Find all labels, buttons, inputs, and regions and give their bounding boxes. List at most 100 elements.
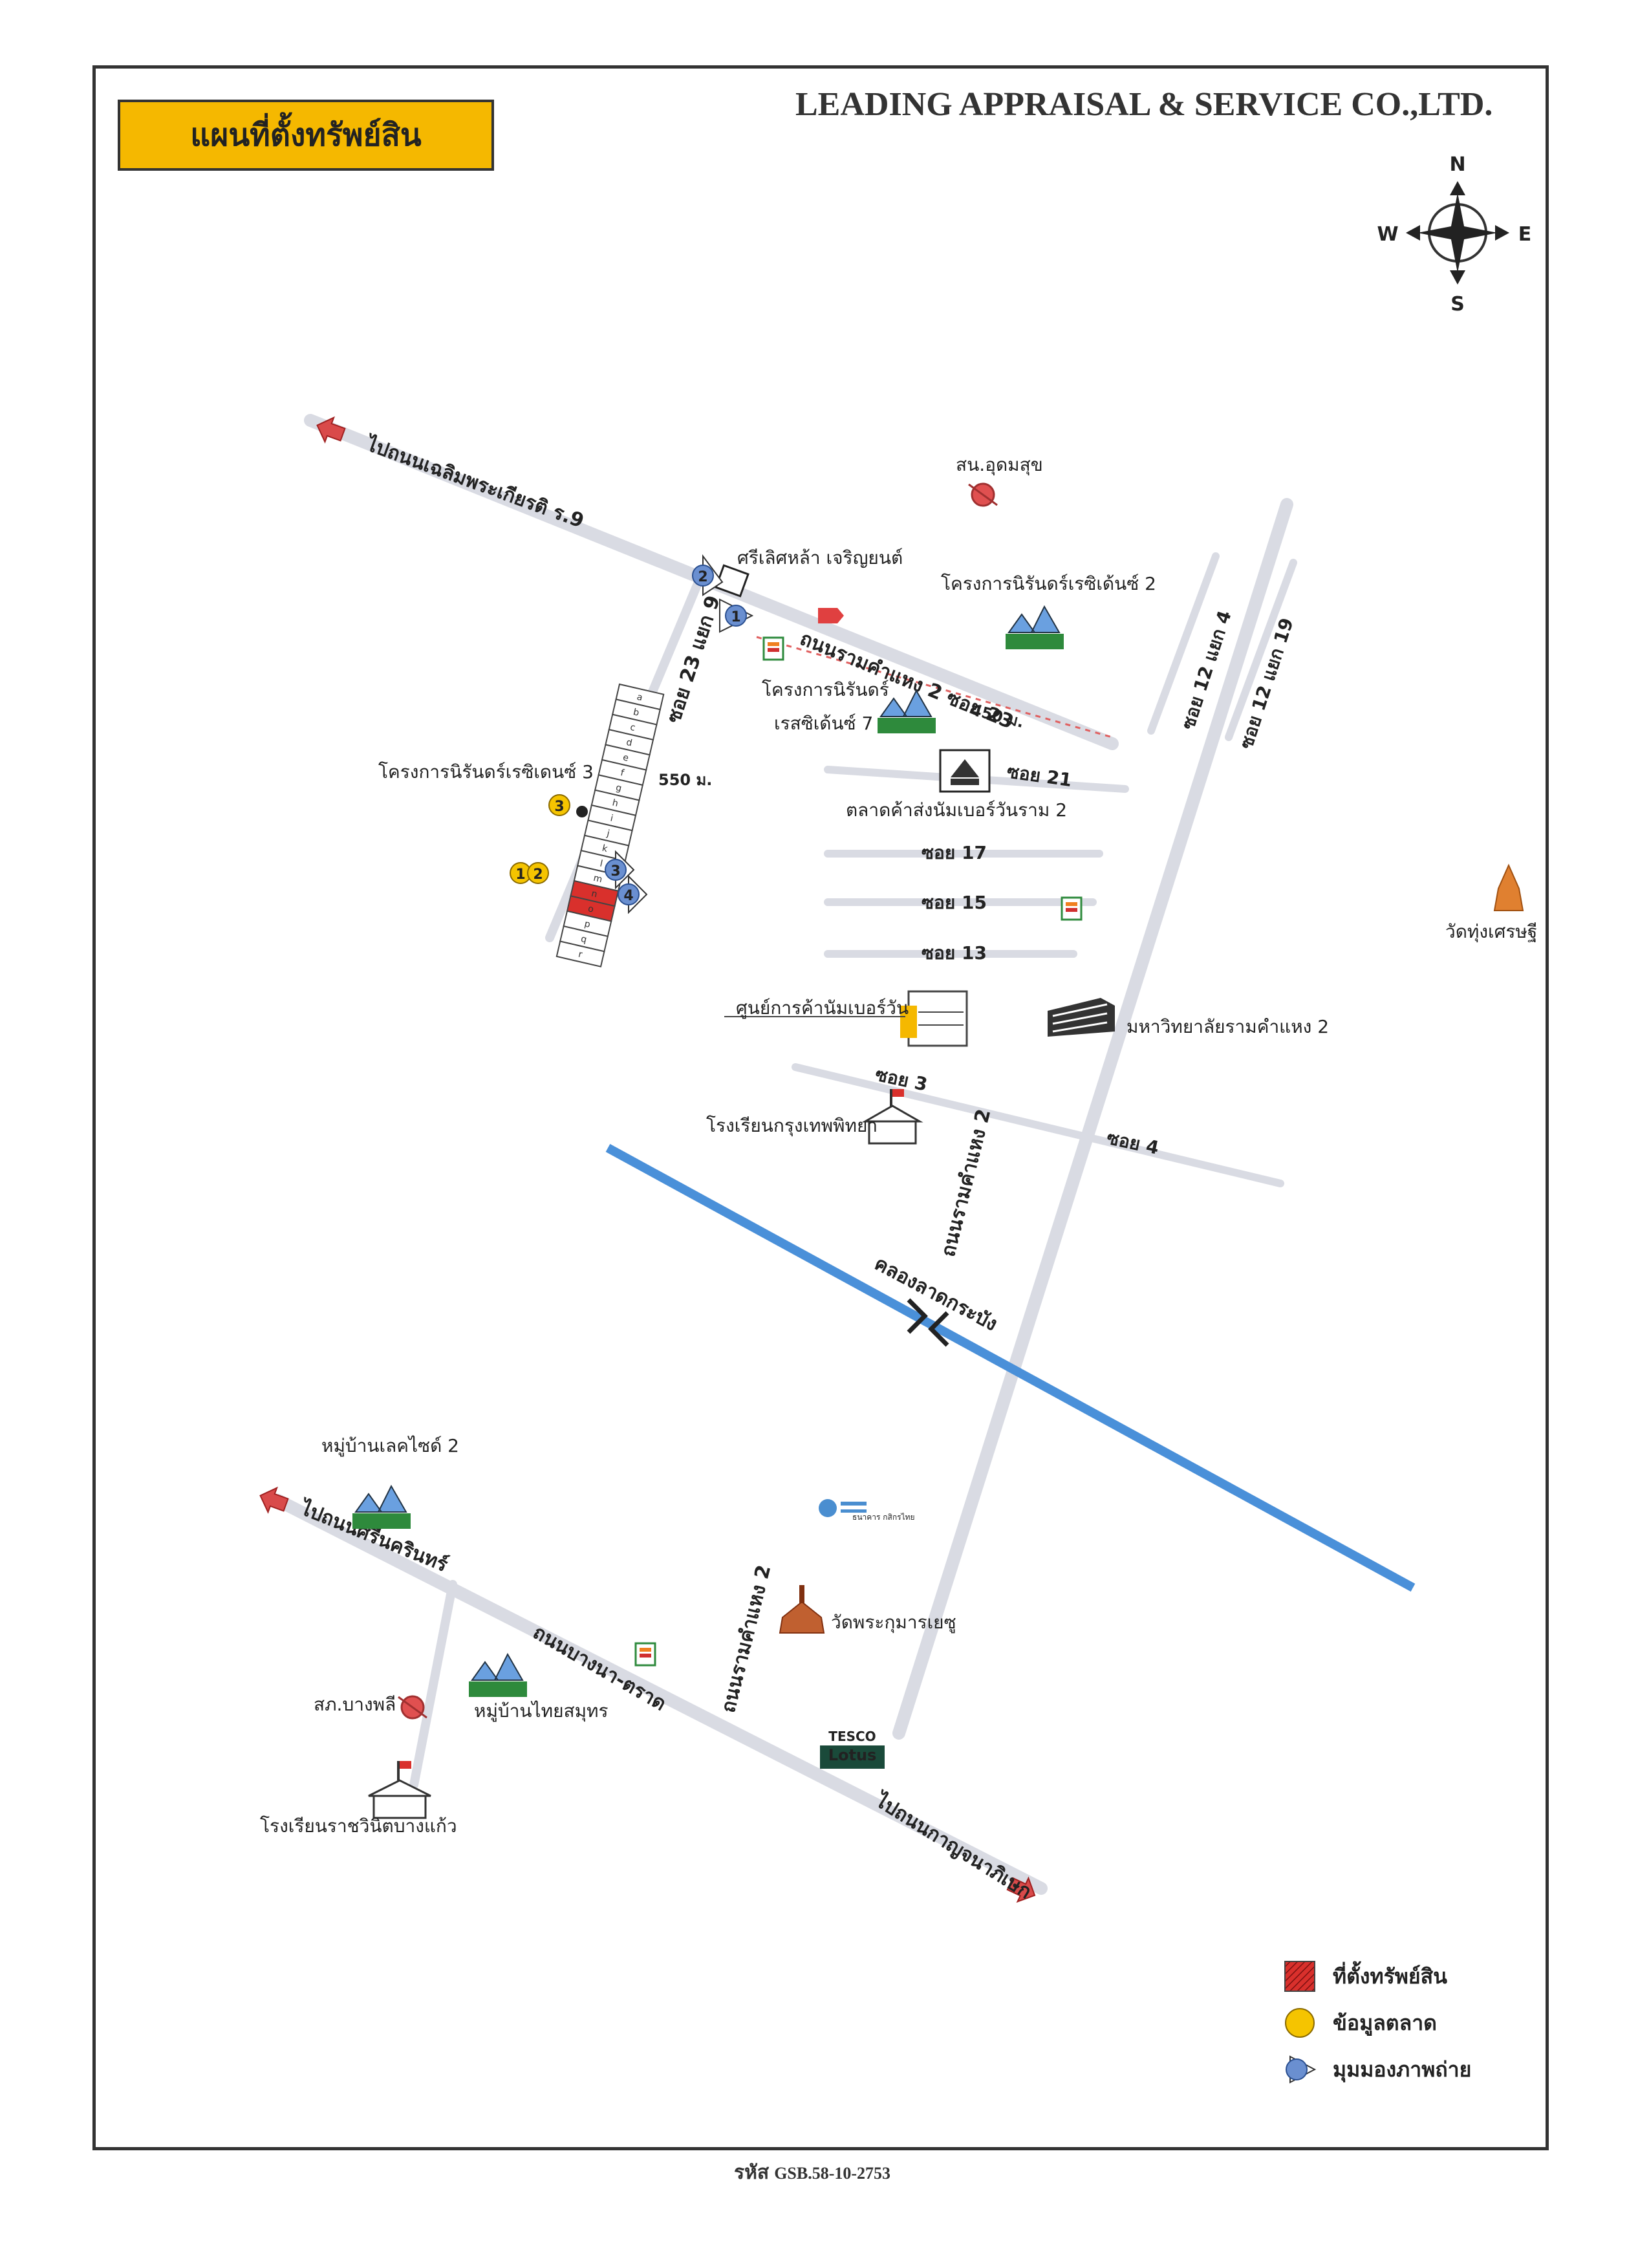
plot-label: p bbox=[583, 919, 591, 931]
label-lakeside: หมู่บ้านเลคไซด์ 2 bbox=[321, 1435, 459, 1457]
plot-label: q bbox=[580, 934, 588, 945]
label-narin2: โครงการนิรันดร์เรซิเด้นซ์ 2 bbox=[941, 573, 1156, 594]
view-marker-3-num: 3 bbox=[610, 863, 620, 880]
market-icon bbox=[939, 749, 991, 793]
arrow-to-srinakarin-icon bbox=[259, 1486, 289, 1514]
label-temple-thung: วัดทุ่งเศรษฐี bbox=[1445, 921, 1537, 943]
canal-bridge-icon bbox=[907, 1298, 949, 1347]
road-ramkhamhaeng2-lower: ถนนรามคำแหง 2 bbox=[717, 1563, 776, 1715]
market-marker-1-num: 1 bbox=[515, 867, 525, 883]
temple-thung-icon bbox=[1493, 863, 1524, 911]
legend-property-label: ที่ตั้งทรัพย์สิน bbox=[1333, 1963, 1448, 1989]
label-market: ตลาดค้าส่งนัมเบอร์วันราม 2 bbox=[846, 799, 1067, 821]
label-bank: ธนาคาร กสิกรไทย bbox=[852, 1513, 915, 1522]
plot-label: n bbox=[590, 889, 598, 900]
seven-eleven-icon-2 bbox=[1061, 896, 1083, 921]
arrow-to-kanchanaphisek-icon bbox=[1006, 1876, 1036, 1903]
road-ramkhamhaeng2-upper: ถนนรามคำแหง 2 bbox=[937, 1107, 996, 1259]
police-bangphli-icon bbox=[398, 1695, 427, 1720]
document-code-label: รหัส bbox=[734, 2162, 770, 2183]
seven-eleven-icon-1 bbox=[762, 636, 784, 661]
plot-label: j bbox=[605, 828, 610, 839]
plot-cell bbox=[555, 940, 605, 967]
view-marker-2 bbox=[692, 554, 724, 596]
view-marker-4 bbox=[618, 874, 648, 914]
fuel-station-icon bbox=[818, 608, 844, 623]
label-police-bangphli: สภ.บางพลี bbox=[314, 1694, 396, 1715]
compass-icon bbox=[1406, 181, 1509, 285]
plot-label: c bbox=[629, 722, 636, 733]
label-narin7-a: โครงการนิรันดร์ bbox=[762, 679, 889, 700]
label-thai-samut: หมู่บ้านไทยสมุทร bbox=[474, 1700, 609, 1722]
house-narin2-icon bbox=[1006, 605, 1064, 649]
map-frame bbox=[92, 65, 1549, 2150]
plot-label: g bbox=[615, 783, 623, 794]
plot-label: a bbox=[636, 692, 643, 704]
legend: ที่ตั้งทรัพย์สิน ข้อมูลตลาด มุมมองภาพถ่า… bbox=[1284, 1953, 1471, 2093]
school-krungthep-icon bbox=[861, 1089, 923, 1145]
view-swatch-icon bbox=[1286, 2055, 1316, 2084]
legend-photo-view-label: มุมมองภาพถ่าย bbox=[1333, 2057, 1472, 2082]
road-soi15: ซอย 15 bbox=[921, 892, 987, 913]
plot-label: d bbox=[625, 737, 633, 749]
label-number-one-center: ศูนย์การค้านัมเบอร์วัน bbox=[736, 997, 909, 1019]
road-soi21: ซอย 21 bbox=[1006, 761, 1073, 791]
shopping-center-icon bbox=[900, 990, 968, 1047]
property-swatch-icon bbox=[1284, 1961, 1315, 1992]
label-sri-lert: ศรีเลิศหล้า เจริญยนต์ bbox=[737, 547, 903, 568]
tesco-lotus-icon bbox=[820, 1745, 885, 1769]
road-soi4: ซอย 4 bbox=[1105, 1127, 1161, 1159]
label-temple-kuman: วัดพระกุมารเยซู bbox=[831, 1612, 956, 1634]
compass-e: E bbox=[1518, 223, 1532, 246]
market-marker-2 bbox=[527, 862, 549, 884]
house-thai-samut-icon bbox=[469, 1652, 527, 1697]
temple-kuman-icon bbox=[779, 1585, 825, 1634]
compass-n: N bbox=[1449, 153, 1465, 176]
view-marker-4-num: 4 bbox=[623, 888, 633, 904]
distance-550: 550 ม. bbox=[658, 771, 712, 789]
canal bbox=[605, 1143, 1416, 1592]
legend-property: ที่ตั้งทรัพย์สิน bbox=[1284, 1953, 1471, 2000]
view-marker-1-num: 1 bbox=[731, 609, 740, 625]
legend-market-data-label: ข้อมูลตลาด bbox=[1333, 2010, 1437, 2035]
bank-icon bbox=[819, 1499, 867, 1517]
seven-eleven-icon-3 bbox=[634, 1642, 656, 1667]
plot-label: m bbox=[592, 873, 603, 885]
market-marker-3-dot bbox=[576, 806, 588, 817]
plot-label: o bbox=[587, 903, 595, 915]
house-lakeside-icon bbox=[352, 1484, 411, 1529]
lotus-label: Lotus bbox=[828, 1746, 877, 1764]
plot-label: r bbox=[577, 949, 583, 960]
label-krungthep-school: โรงเรียนกรุงเทพพิทยา bbox=[706, 1115, 878, 1137]
market-marker-2-num: 2 bbox=[533, 867, 543, 883]
market-swatch-icon bbox=[1285, 2008, 1315, 2038]
plot-label: h bbox=[611, 797, 619, 809]
compass-w: W bbox=[1377, 223, 1398, 246]
page-title: แผนที่ตั้งทรัพย์สิน bbox=[118, 100, 494, 171]
plot-label: f bbox=[620, 768, 625, 779]
label-narin3: โครงการนิรันดร์เรซิเดนซ์ 3 bbox=[378, 761, 594, 783]
label-police-udomsuk: สน.อุดมสุข bbox=[956, 454, 1043, 476]
road-soi13: ซอย 13 bbox=[921, 942, 987, 964]
tesco-label: TESCO bbox=[828, 1729, 876, 1744]
sri-lert-building-icon bbox=[715, 564, 749, 598]
plot-label: e bbox=[622, 752, 630, 764]
plot-label: b bbox=[632, 707, 640, 718]
road-soi17: ซอย 17 bbox=[921, 842, 987, 863]
road-soi23-yaek9: ซอย 23 แยก 9 bbox=[662, 593, 725, 726]
market-marker-3-top bbox=[548, 794, 570, 816]
compass-s: S bbox=[1450, 293, 1465, 316]
road-to-chaloem: ไปถนนเฉลิมพระเกียรติ ร.9 bbox=[361, 432, 587, 533]
police-udomsuk-icon bbox=[968, 482, 998, 507]
house-narin7-icon bbox=[878, 689, 936, 733]
road-to-kanchanaphisek: ไปถนนกาญจนาภิเษก bbox=[870, 1788, 1035, 1904]
view-marker-2-num: 2 bbox=[698, 569, 707, 585]
market-marker-3-top-num: 3 bbox=[554, 799, 564, 815]
plot-label: l bbox=[599, 859, 603, 869]
school-rachawinit-icon bbox=[368, 1761, 431, 1819]
label-narin7-b: เรสซิเด้นซ์ 7 bbox=[774, 713, 873, 734]
view-marker-1 bbox=[719, 598, 754, 633]
